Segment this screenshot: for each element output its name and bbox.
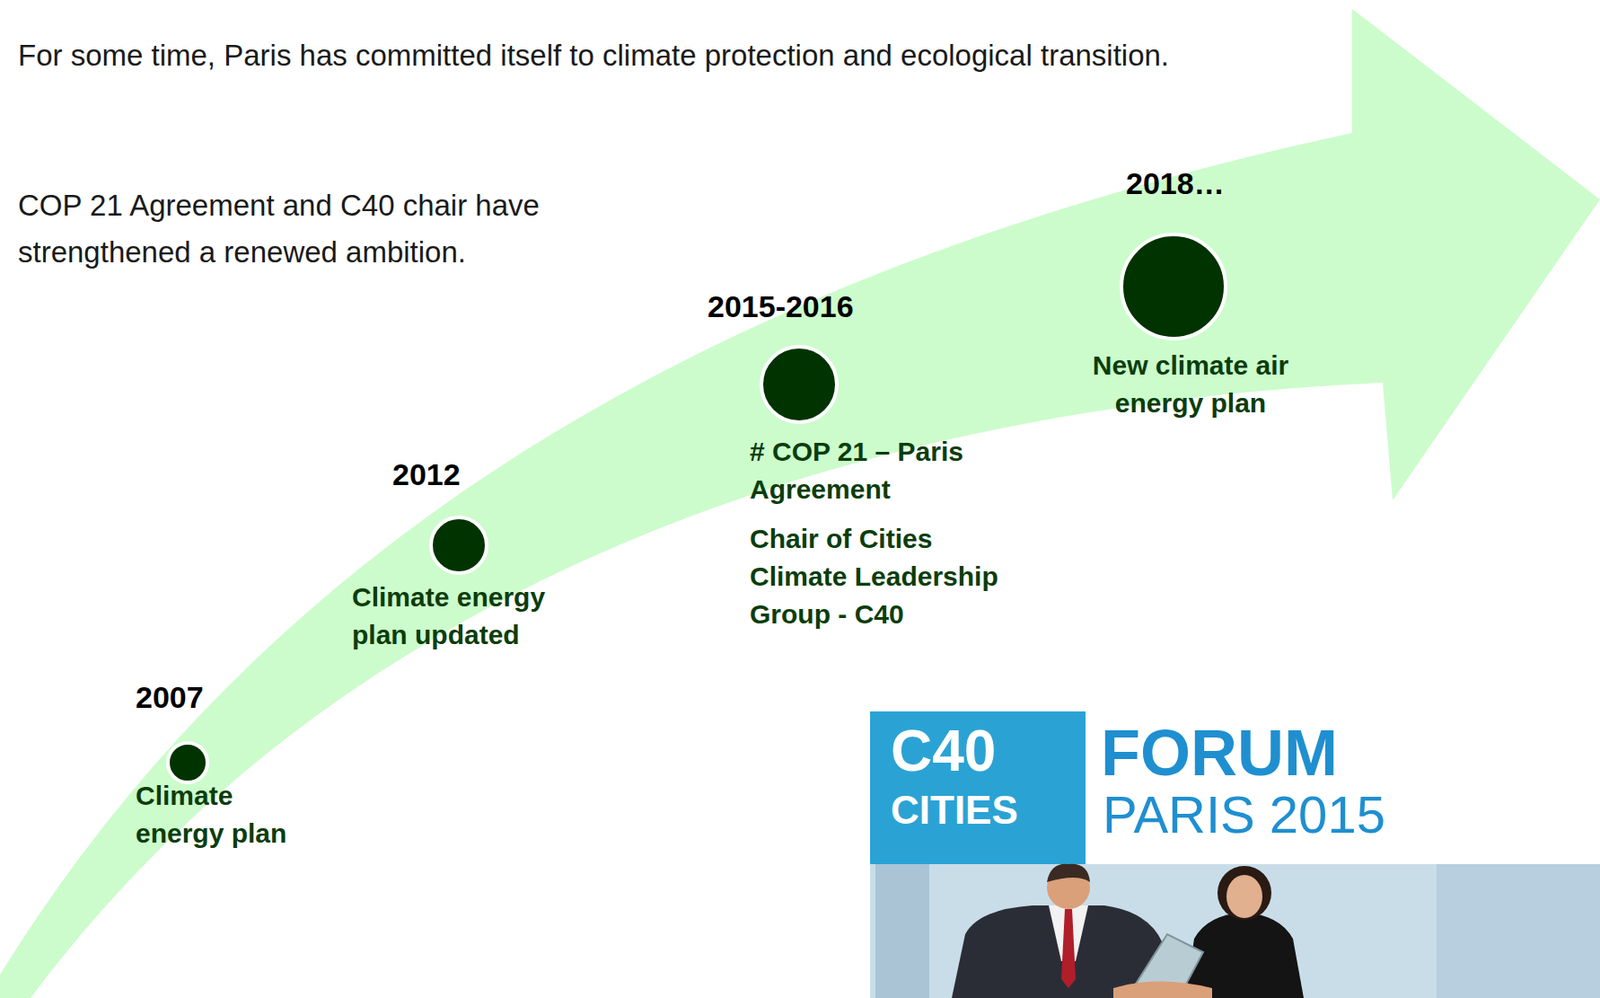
timeline-milestone: 2015-2016# COP 21 – Paris AgreementChair… [759, 344, 839, 424]
milestone-circle [759, 344, 839, 424]
banner-text: FORUM [1100, 716, 1568, 789]
progress-arrow [0, 8, 1600, 998]
milestone-dot [1121, 234, 1226, 339]
timeline-milestone: 2018…New climate air energy plan [1119, 232, 1228, 341]
milestone-text: Chair of Cities Climate Leadership Group… [749, 519, 1029, 633]
milestone-dot [761, 346, 837, 422]
banner-text: C40 [890, 718, 1071, 783]
milestone-year: 2018… [1125, 165, 1225, 202]
timeline-milestone: 2007Climate energy plan [166, 740, 210, 784]
banner-text: PARIS 2015 [1102, 784, 1570, 844]
timeline-milestone: 2012Climate energy plan updated [429, 515, 489, 575]
milestone-year: 2007 [135, 678, 204, 715]
milestone-text: Climate energy plan updated [351, 578, 568, 654]
milestone-circle [1119, 232, 1228, 341]
milestone-circle [166, 740, 210, 784]
milestone-year: 2012 [392, 456, 461, 493]
intro-text: COP 21 Agreement and C40 chair have stre… [17, 182, 665, 276]
milestone-text: # COP 21 – Paris Agreement [749, 432, 1002, 509]
milestone-text: Climate energy plan [135, 776, 298, 853]
forum-photo [870, 711, 1600, 998]
milestone-circle [429, 515, 489, 575]
milestone-text: New climate air energy plan [1064, 346, 1317, 422]
milestone-year: 2015-2016 [707, 288, 854, 325]
milestone-dot [430, 517, 487, 573]
milestone-dot [167, 742, 208, 783]
intro-text: For some time, Paris has committed itsel… [17, 32, 1311, 80]
banner-text: CITIES [890, 786, 1080, 834]
